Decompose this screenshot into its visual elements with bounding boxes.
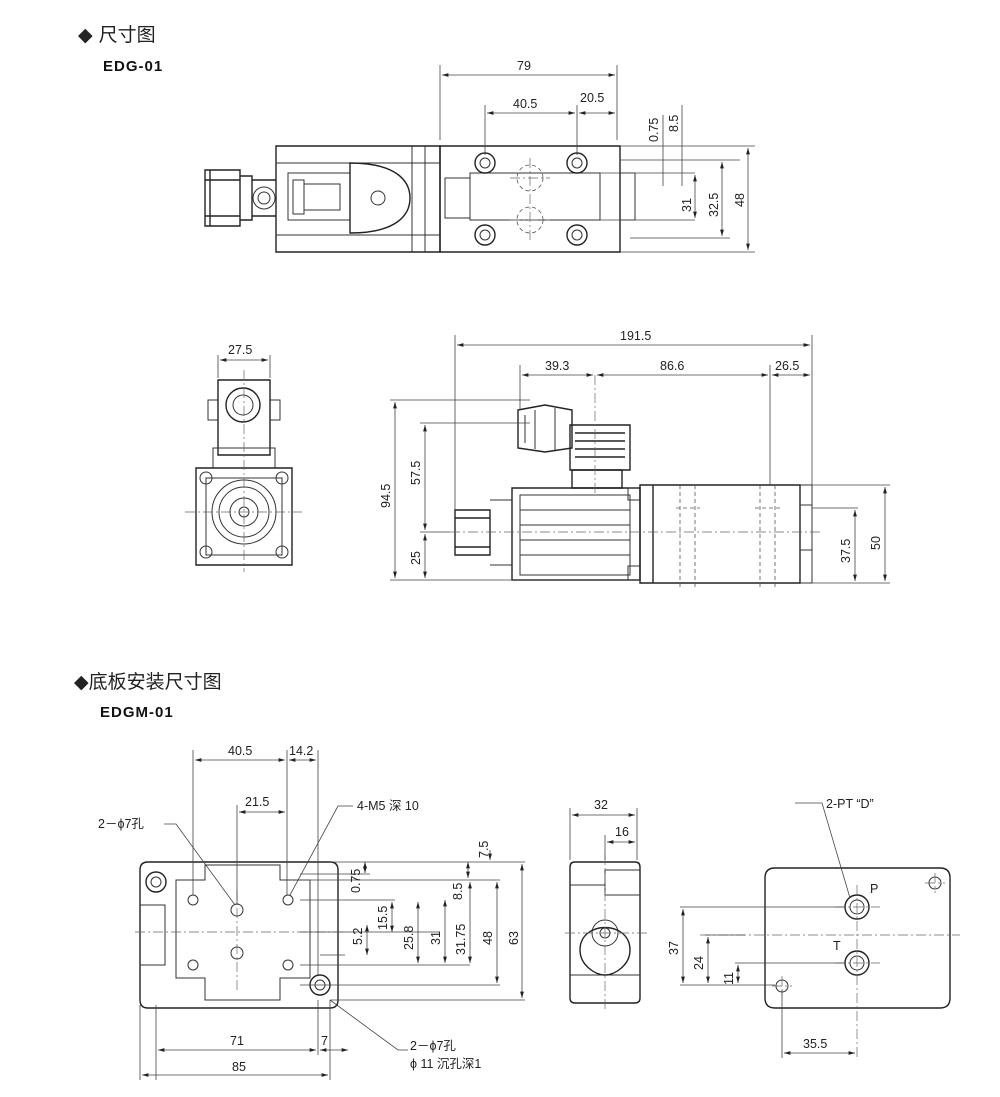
plate-dim-21-5: 21.5 [245, 795, 269, 809]
dim-86-6: 86.6 [660, 359, 684, 373]
dim-26-5: 26.5 [775, 359, 799, 373]
plate-thread-label: 4-M5 深 10 [357, 799, 419, 813]
plate-dim-85: 85 [232, 1060, 246, 1074]
port-view: 2-PT “D” P T 37 24 11 35.5 [667, 797, 960, 1058]
dim-32-5: 32.5 [707, 193, 721, 217]
end-view: 27.5 [185, 343, 302, 572]
section-title-dimensions: ◆ 尺寸图 [78, 20, 156, 47]
port-dim-11: 11 [722, 972, 736, 985]
dim-48: 48 [733, 193, 747, 207]
section-title-baseplate: ◆底板安装尺寸图 [74, 667, 222, 694]
dim-25: 25 [409, 551, 423, 565]
dim-20-5: 20.5 [580, 91, 604, 105]
bullet-icon: ◆ [74, 671, 89, 693]
side-view: 191.5 39.3 86.6 26.5 94.5 57.5 25 37.5 5… [379, 329, 890, 590]
baseplate-side-view: 32 16 [565, 798, 650, 1010]
plate-dim-40-5: 40.5 [228, 744, 252, 758]
dim-94-5: 94.5 [379, 484, 393, 508]
port-label: 2-PT “D” [826, 797, 874, 811]
plate-dim-31: 31 [429, 931, 443, 945]
port-p-label: P [870, 882, 878, 896]
dim-50: 50 [869, 536, 883, 550]
dim-27-5: 27.5 [228, 343, 252, 357]
plate-bottom-label-2: ϕ 11 沉孔深1 [410, 1057, 481, 1071]
port-t-label: T [833, 939, 841, 953]
dim-57-5: 57.5 [409, 461, 423, 485]
plate-dim-14-2: 14.2 [289, 744, 313, 758]
plate-bottom-label-1: 2－ϕ7孔 [410, 1039, 456, 1053]
dim-31: 31 [680, 198, 694, 212]
port-dim-35-5: 35.5 [803, 1037, 827, 1051]
plate-dim-15-5: 15.5 [376, 906, 390, 930]
plate-dim-31-75: 31.75 [454, 924, 468, 955]
model-label-edg: EDG-01 [103, 58, 164, 75]
model-label-edgm: EDGM-01 [100, 704, 174, 721]
title-text: 底板安装尺寸图 [88, 671, 222, 693]
plate-dim-0-75: 0.75 [349, 869, 363, 893]
dim-40-5: 40.5 [513, 97, 537, 111]
plate-dim-71: 71 [230, 1034, 244, 1048]
dim-0-75: 0.75 [647, 118, 661, 142]
dim-79: 79 [517, 59, 531, 73]
plate-dim-63: 63 [507, 931, 521, 945]
plate-dim-7: 7 [321, 1034, 328, 1048]
top-view: 79 40.5 20.5 0.75 8.5 31 32.5 48 [204, 59, 755, 253]
port-dim-24: 24 [692, 956, 706, 970]
dim-191-5: 191.5 [620, 329, 651, 343]
side-dim-16: 16 [615, 825, 629, 839]
plate-dim-8-5: 8.5 [451, 883, 465, 900]
bullet-icon: ◆ [78, 24, 93, 46]
dim-37-5: 37.5 [839, 539, 853, 563]
plate-hole-label: 2－ϕ7孔 [98, 817, 144, 831]
plate-dim-25-8: 25.8 [402, 926, 416, 950]
plate-dim-5-2: 5.2 [351, 928, 365, 945]
dim-8-5: 8.5 [667, 115, 681, 132]
title-text: 尺寸图 [98, 24, 156, 46]
dim-39-3: 39.3 [545, 359, 569, 373]
baseplate-view: 40.5 14.2 21.5 2－ϕ7孔 4-M5 深 10 7.5 0.75 … [98, 744, 525, 1080]
plate-dim-48: 48 [481, 931, 495, 945]
side-dim-32: 32 [594, 798, 608, 812]
port-dim-37: 37 [667, 941, 681, 955]
plate-dim-7-5: 7.5 [477, 841, 491, 858]
